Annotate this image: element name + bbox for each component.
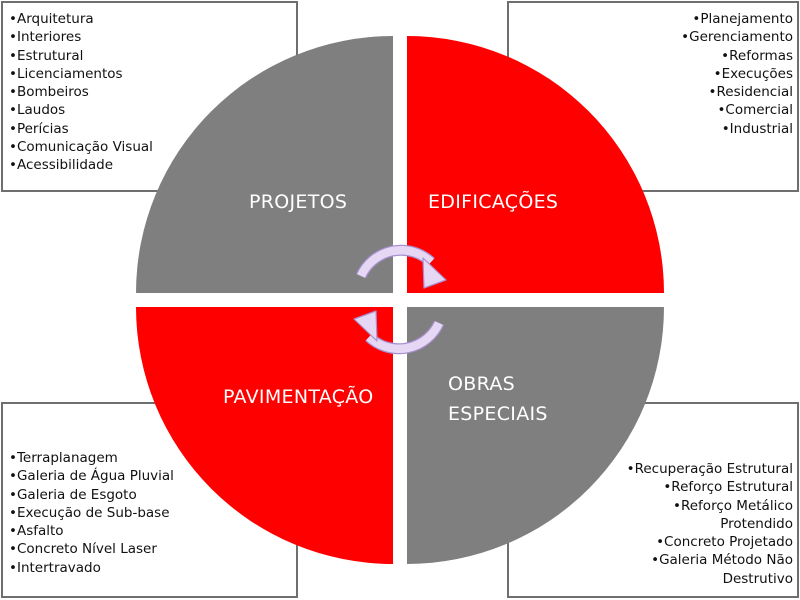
list-item: •Laudos xyxy=(9,102,66,119)
list-item: •Asfalto xyxy=(9,523,64,540)
obras-especiais-quadrant xyxy=(407,307,664,564)
list-item: •Bombeiros xyxy=(9,84,89,101)
list-item: •Comercial xyxy=(717,102,793,119)
list-item: •Reformas xyxy=(721,47,793,64)
list-item: •Concreto Nível Laser xyxy=(9,541,157,558)
projetos-quadrant xyxy=(136,36,393,293)
list-item: •Estrutural xyxy=(9,47,84,64)
list-item: •Residencial xyxy=(708,84,793,101)
list-item: •Gerenciamento xyxy=(681,29,793,46)
pavimentacao-label: PAVIMENTAÇÃO xyxy=(223,386,374,408)
list-item: •Acessibilidade xyxy=(9,157,114,174)
circular-arrows-icon xyxy=(353,244,447,355)
list-item: •Execuções xyxy=(713,65,793,82)
list-item: •Recuperação Estrutural xyxy=(626,461,793,477)
pavimentacao-services-list: •Terraplanagem •Galeria de Água Pluvial … xyxy=(9,449,174,577)
list-item: •Concreto Projetado xyxy=(656,534,793,551)
list-item: •Execução de Sub-base xyxy=(9,504,170,521)
list-item: •Arquitetura xyxy=(9,11,94,27)
list-item: •Planejamento xyxy=(692,11,793,27)
list-item: •Intertravado xyxy=(9,559,101,576)
edificacoes-quadrant xyxy=(407,36,664,293)
list-item: •Licenciamentos xyxy=(9,65,123,82)
pavimentacao-quadrant xyxy=(136,307,393,564)
list-item: •Galeria de Esgoto xyxy=(9,486,137,503)
list-item: •Reforço Metálico Protendido xyxy=(673,497,793,532)
projetos-label: PROJETOS xyxy=(249,191,348,213)
edificacoes-services-list: •Planejamento •Gerenciamento •Reformas •… xyxy=(681,10,793,138)
list-item: •Terraplanagem xyxy=(9,450,118,466)
projetos-services-list: •Arquitetura •Interiores •Estrutural •Li… xyxy=(9,10,153,175)
list-item: •Interiores xyxy=(9,29,82,46)
list-item: •Perícias xyxy=(9,120,69,137)
list-item: •Galeria de Água Pluvial xyxy=(9,468,174,485)
list-item: •Reforço Estrutural xyxy=(663,479,793,496)
edificacoes-label: EDIFICAÇÕES xyxy=(428,191,559,213)
obras-especiais-services-list: •Recuperação Estrutural •Reforço Estrutu… xyxy=(627,460,793,588)
obras-especiais-label: OBRAS ESPECIAIS xyxy=(448,373,548,425)
list-item: •Galeria Método Não Destrutivo xyxy=(651,552,793,587)
list-item: •Comunicação Visual xyxy=(9,139,153,156)
list-item: •Industrial xyxy=(721,120,793,137)
